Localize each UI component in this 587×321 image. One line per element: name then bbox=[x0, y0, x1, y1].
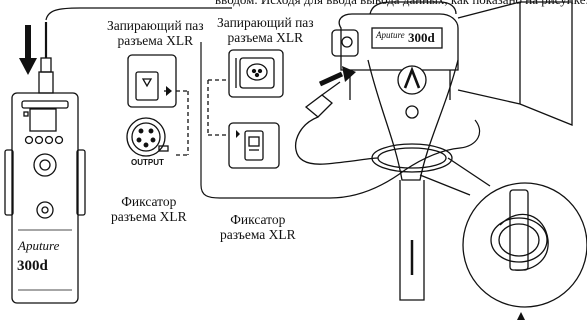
light-head-brand: Aputure bbox=[376, 30, 405, 40]
left-xlr-output-inset bbox=[127, 118, 168, 156]
left-dashed-link bbox=[176, 91, 188, 155]
left-slot-label-line1: Запирающий паз bbox=[107, 18, 204, 33]
left-slot-inset bbox=[128, 55, 176, 107]
right-slot-label-line1: Запирающий паз bbox=[217, 15, 314, 30]
light-head-model: 300d bbox=[408, 30, 435, 46]
light-head bbox=[332, 2, 572, 300]
right-plug-inset bbox=[229, 50, 283, 97]
left-lock-label: Фиксатор разъема XLR bbox=[111, 194, 187, 224]
right-latch-inset bbox=[229, 123, 279, 168]
right-lock-label-line2: разъема XLR bbox=[220, 227, 296, 242]
right-dashed-link bbox=[208, 80, 229, 135]
right-slot-label-line2: разъема XLR bbox=[217, 30, 314, 45]
left-lock-label-line2: разъема XLR bbox=[111, 209, 187, 224]
zoom-detail bbox=[420, 158, 587, 320]
right-slot-label: Запирающий паз разъема XLR bbox=[217, 15, 314, 45]
head-xlr-plug bbox=[296, 82, 378, 164]
data-cable bbox=[201, 42, 480, 198]
right-lock-label-line1: Фиксатор bbox=[220, 212, 296, 227]
down-arrow-icon bbox=[19, 25, 37, 75]
right-lock-label: Фиксатор разъема XLR bbox=[220, 212, 296, 242]
control-box-brand: Aputure bbox=[18, 238, 59, 254]
control-box-model: 300d bbox=[17, 258, 48, 275]
output-port-label: OUTPUT bbox=[131, 158, 164, 167]
left-slot-label-line2: разъема XLR bbox=[107, 33, 204, 48]
left-lock-label-line1: Фиксатор bbox=[111, 194, 187, 209]
left-slot-label: Запирающий паз разъема XLR bbox=[107, 18, 204, 48]
